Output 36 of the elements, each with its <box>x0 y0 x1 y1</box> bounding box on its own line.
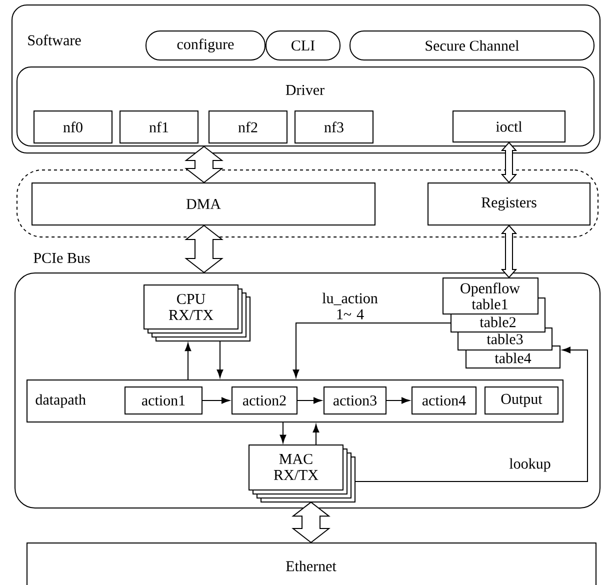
arrow <box>297 397 322 404</box>
action-box: Output <box>484 386 558 414</box>
rounded-box: CLI <box>266 30 340 60</box>
interface-box: ioctl <box>452 110 566 142</box>
arrow <box>184 342 192 380</box>
module-box: Registers <box>428 182 590 226</box>
rounded-box: configure <box>146 30 266 60</box>
block-arrow <box>184 224 224 274</box>
arrow <box>202 397 230 404</box>
action-box: action1 <box>124 386 202 414</box>
action-box: action2 <box>232 386 298 414</box>
card-stack: MAC RX/TX <box>248 444 356 502</box>
arrow <box>292 322 451 378</box>
block-arrow <box>500 224 518 278</box>
arrow <box>216 340 224 378</box>
board-panel <box>14 272 600 508</box>
network-box: Ethernet <box>26 542 596 585</box>
edge-label: lu_action 1~ 4 <box>312 292 388 320</box>
block-arrow <box>292 502 330 544</box>
edge-label: lookup <box>508 457 552 473</box>
action-box: action3 <box>324 386 386 414</box>
rounded-box: Secure Channel <box>350 30 594 60</box>
arrow <box>386 397 410 404</box>
block-arrow <box>500 142 518 184</box>
arrow <box>280 422 286 444</box>
arrow <box>312 424 320 446</box>
action-box: action4 <box>412 386 476 414</box>
module-box: DMA <box>32 182 376 226</box>
arrow <box>354 346 588 482</box>
card-stack: CPU RX/TX <box>144 284 250 342</box>
interface-box: nf1 <box>120 110 198 144</box>
block-arrow <box>184 146 224 184</box>
interface-box: nf2 <box>208 110 288 144</box>
node-label: PCIe Bus <box>34 252 90 264</box>
interface-box: nf0 <box>34 110 112 144</box>
interface-box: nf3 <box>294 110 374 144</box>
